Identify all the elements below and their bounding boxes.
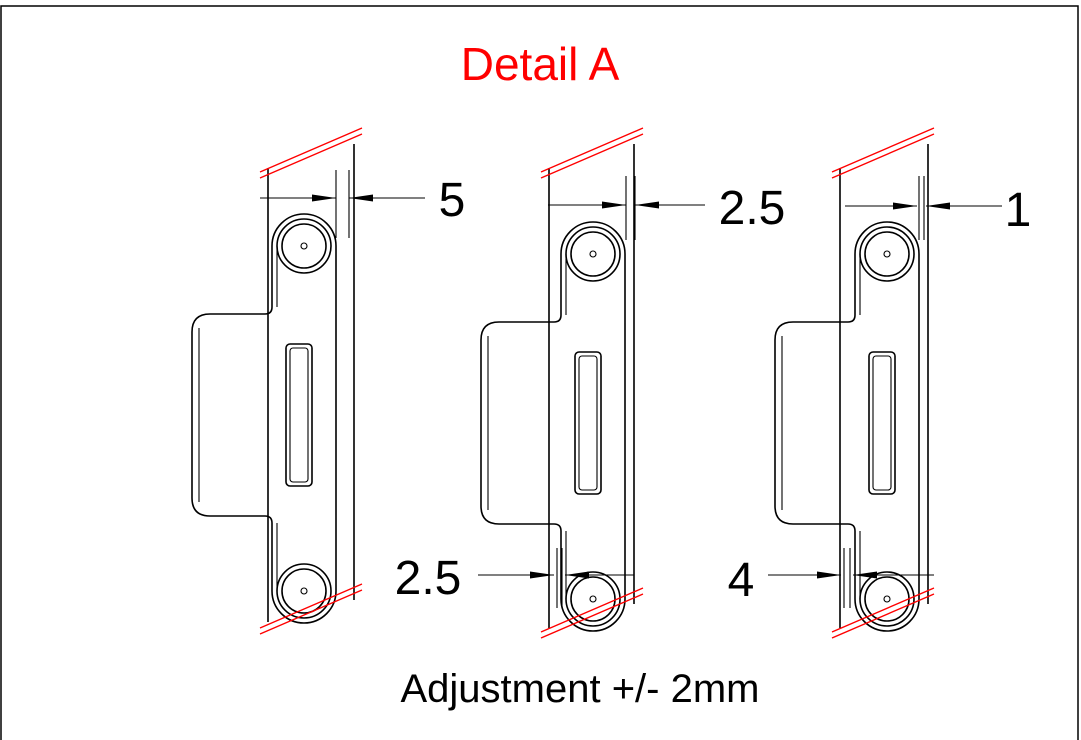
strike-plate-2: 2.5 2.5	[395, 127, 786, 639]
title: Detail A	[461, 38, 620, 90]
drawing-frame	[0, 5, 1079, 740]
top-dimension-3: 1	[1005, 184, 1032, 237]
top-dimension-1: 5	[439, 174, 466, 227]
bottom-dimension-3: 4	[728, 554, 755, 607]
strike-plate-1: 5	[191, 127, 466, 635]
bottom-dimension-2: 2.5	[395, 552, 462, 605]
strike-plate-3: 1 4	[728, 127, 1032, 639]
caption: Adjustment +/- 2mm	[400, 667, 759, 711]
top-dimension-2: 2.5	[719, 182, 786, 235]
